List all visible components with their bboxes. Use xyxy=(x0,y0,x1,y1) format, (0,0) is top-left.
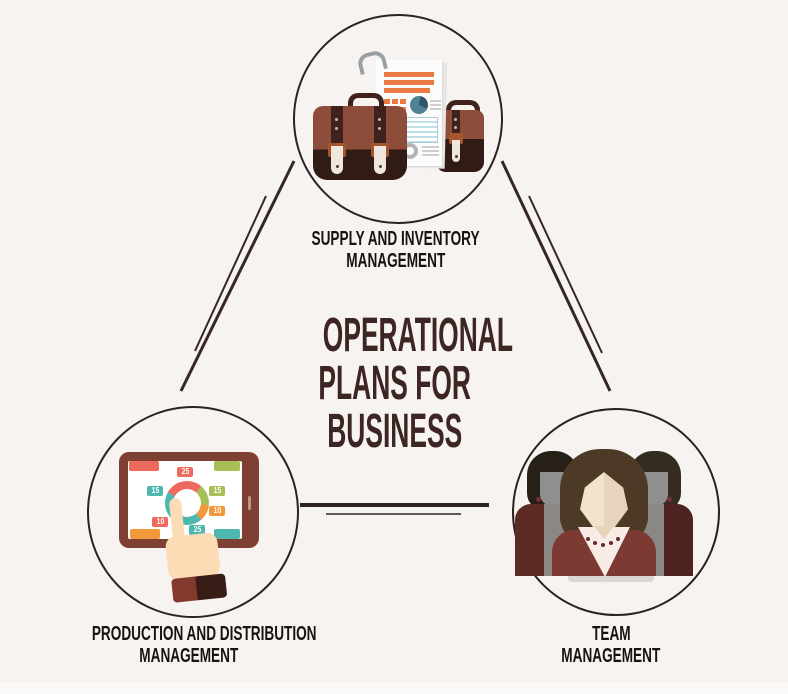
badge-25-bottom: 25 xyxy=(189,525,205,535)
bar-green xyxy=(214,461,240,471)
badge-15-right: 15 xyxy=(209,486,225,496)
label-supply-line1: SUPPLY AND INVENTORY xyxy=(311,228,481,250)
connector-right-inner xyxy=(528,195,603,354)
necklace-bead xyxy=(616,537,620,541)
label-supply-line2: MANAGEMENT xyxy=(346,250,446,272)
necklace-bead xyxy=(593,541,597,545)
title-line2: PLANS FOR xyxy=(318,357,472,410)
necklace-bead xyxy=(609,541,613,545)
label-team-line1: TEAM xyxy=(591,623,631,645)
bar-teal xyxy=(214,529,240,539)
hand-cursor-icon xyxy=(152,488,243,608)
sleeve-cuff xyxy=(171,573,228,603)
badge-25-top: 25 xyxy=(177,467,193,477)
label-production: PRODUCTION AND DISTRIBUTION MANAGEMENT xyxy=(39,623,339,667)
title-line1: OPERATIONAL xyxy=(322,309,513,362)
necklace-bead xyxy=(601,543,605,547)
pie-chart-icon xyxy=(410,96,428,114)
title-line3: BUSINESS xyxy=(327,405,463,458)
connector-left-outer xyxy=(179,160,296,392)
node-circle-supply xyxy=(293,14,503,224)
tablet-button xyxy=(248,496,251,510)
node-circle-team xyxy=(512,408,720,616)
label-production-line1: PRODUCTION AND DISTRIBUTION xyxy=(91,623,317,645)
badge-10-right: 10 xyxy=(209,506,225,516)
node-circle-production xyxy=(87,406,299,618)
bar-red xyxy=(129,461,159,471)
badge-10-bottom-left: 10 xyxy=(152,517,168,527)
label-team-line2: MANAGEMENT xyxy=(561,645,661,667)
page-title: OPERATIONAL PLANS FOR BUSINESS xyxy=(245,312,545,456)
label-team: TEAM MANAGEMENT xyxy=(461,623,761,667)
bottom-strip xyxy=(0,682,788,694)
connector-left-inner xyxy=(194,195,267,352)
label-production-line2: MANAGEMENT xyxy=(139,645,239,667)
bar-orange xyxy=(130,529,160,539)
connector-right-outer xyxy=(500,160,612,392)
necklace-bead xyxy=(586,537,590,541)
badge-15-left: 15 xyxy=(147,486,163,496)
label-supply: SUPPLY AND INVENTORY MANAGEMENT xyxy=(246,228,546,272)
